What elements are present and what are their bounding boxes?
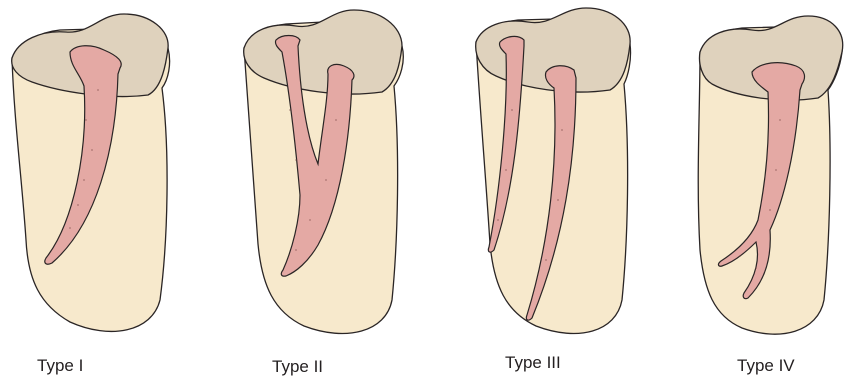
tooth-type-i: [12, 14, 170, 331]
tooth-type-iv: [698, 16, 842, 334]
tooth-type-ii: [244, 10, 404, 334]
canal-stipple-texture: [69, 89, 781, 269]
tooth-type-iii-label: Type III: [505, 354, 561, 371]
tooth-type-iv-label: Type IV: [737, 357, 795, 374]
tooth-type-ii-label: Type II: [272, 358, 323, 375]
tooth-type-iii: [476, 8, 631, 334]
tooth-type-i-label: Type I: [37, 357, 83, 374]
